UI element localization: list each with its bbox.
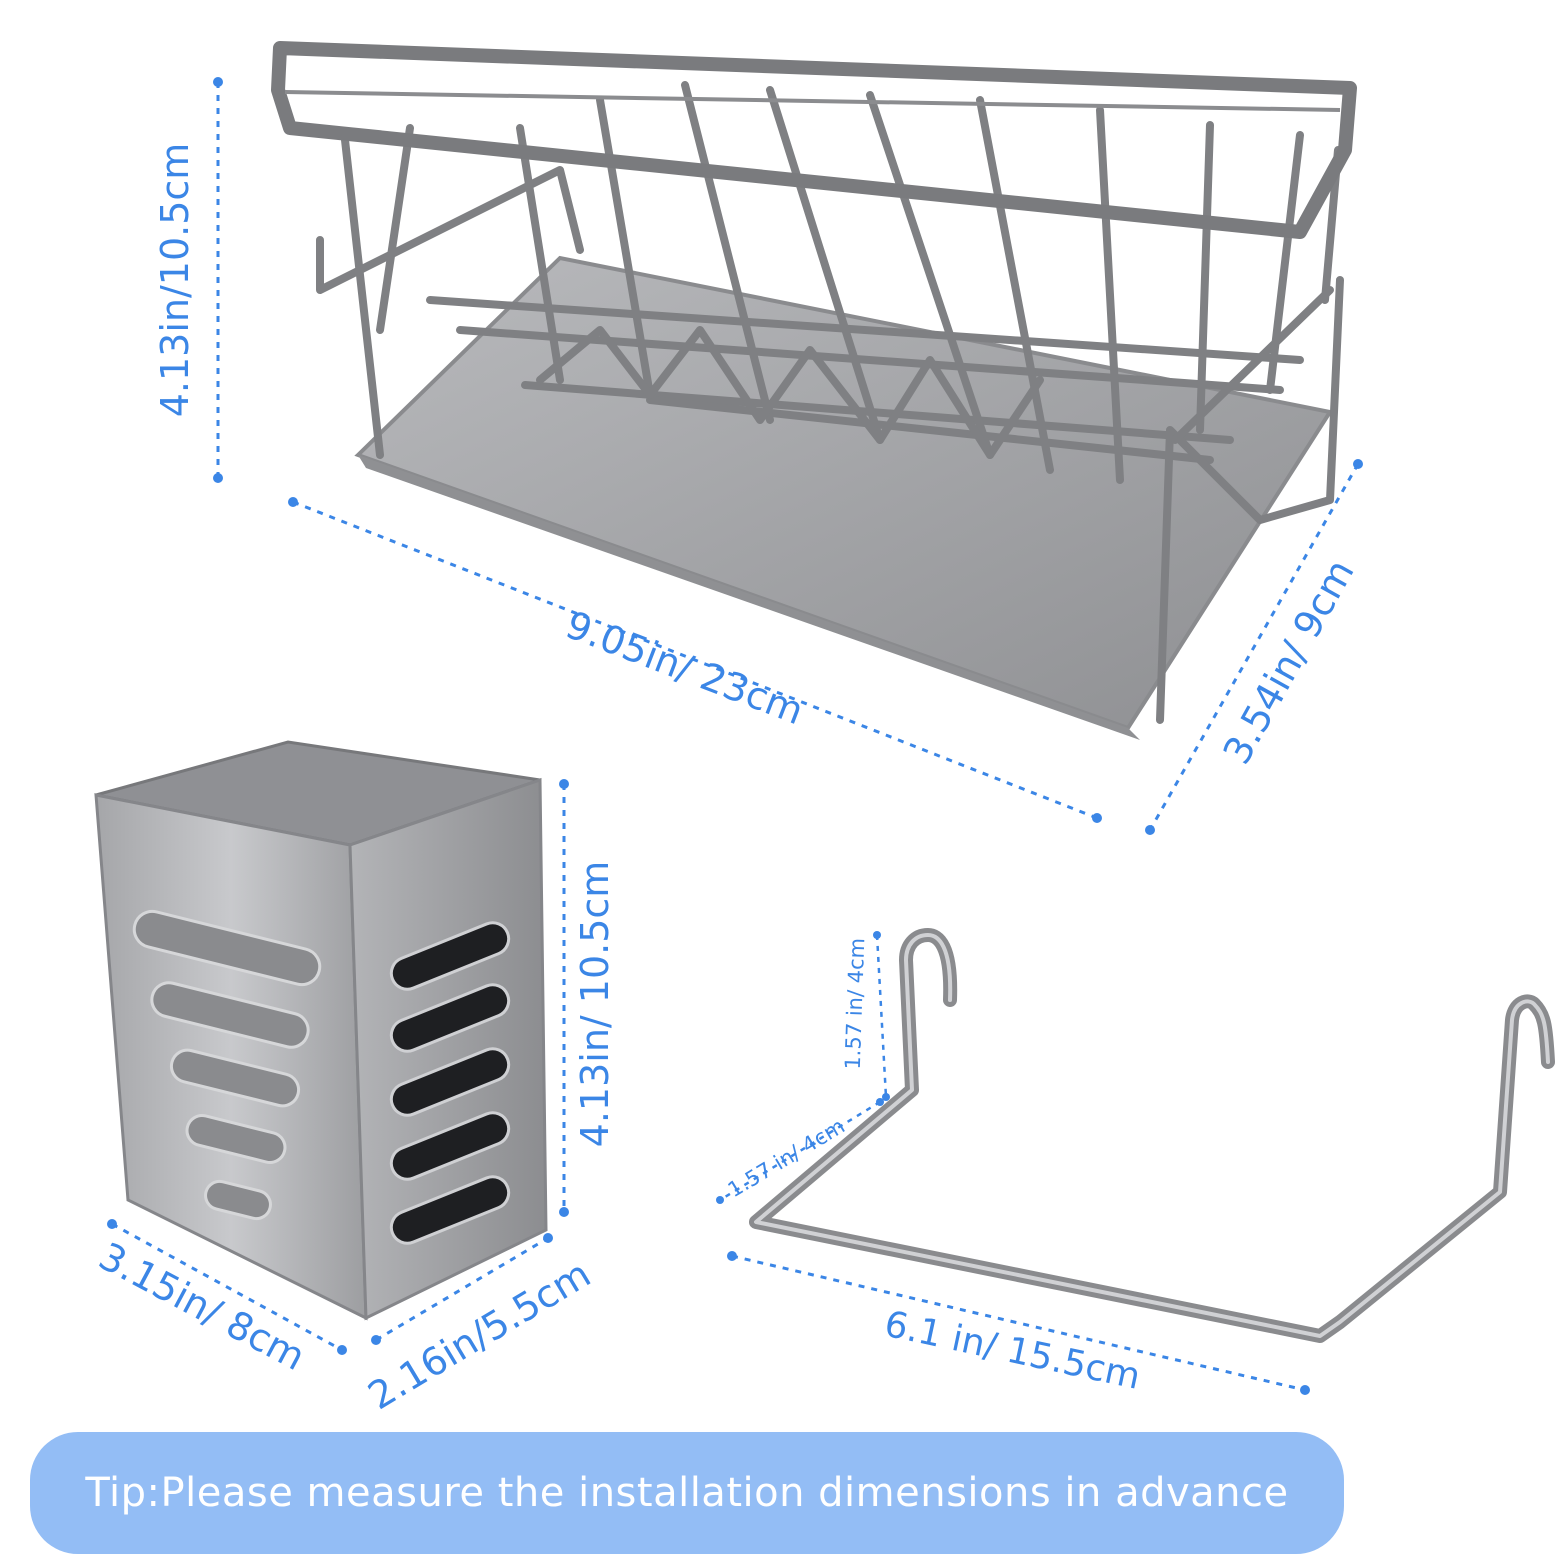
- over-door-hanger: [749, 928, 1555, 1343]
- utensil-holder: [94, 740, 548, 1321]
- holder-front-slots: [132, 909, 322, 1221]
- holder-side-face: [348, 777, 548, 1321]
- hanger-hook-height-label: 1.57 in/ 4cm: [841, 938, 870, 1070]
- holder-height-label: 4.13in/ 10.5cm: [573, 861, 617, 1148]
- holder-front-face: [94, 793, 368, 1321]
- tip-banner: Tip:Please measure the installation dime…: [30, 1432, 1344, 1554]
- holder-height-dimension: 4.13in/ 10.5cm: [559, 779, 617, 1217]
- basket-height-dimension: 4.13in/10.5cm: [153, 77, 223, 483]
- holder-side-slots: [389, 921, 511, 1245]
- hanger-length-label: 6.1 in/ 15.5cm: [881, 1304, 1144, 1398]
- basket-depth-label: 3.54in/ 9cm: [1215, 552, 1363, 771]
- basket-length-label: 9.05in/ 23cm: [560, 602, 810, 733]
- dish-basket: [271, 41, 1357, 740]
- basket-top-rim: [271, 41, 1357, 239]
- hanger-hook-height-dimension: 1.57 in/ 4cm: [841, 931, 890, 1101]
- basket-wire-frame: [316, 81, 1344, 724]
- drip-tray-front-lip: [358, 455, 1140, 740]
- tip-text: Tip:Please measure the installation dime…: [85, 1470, 1289, 1516]
- basket-height-label: 4.13in/10.5cm: [153, 143, 197, 418]
